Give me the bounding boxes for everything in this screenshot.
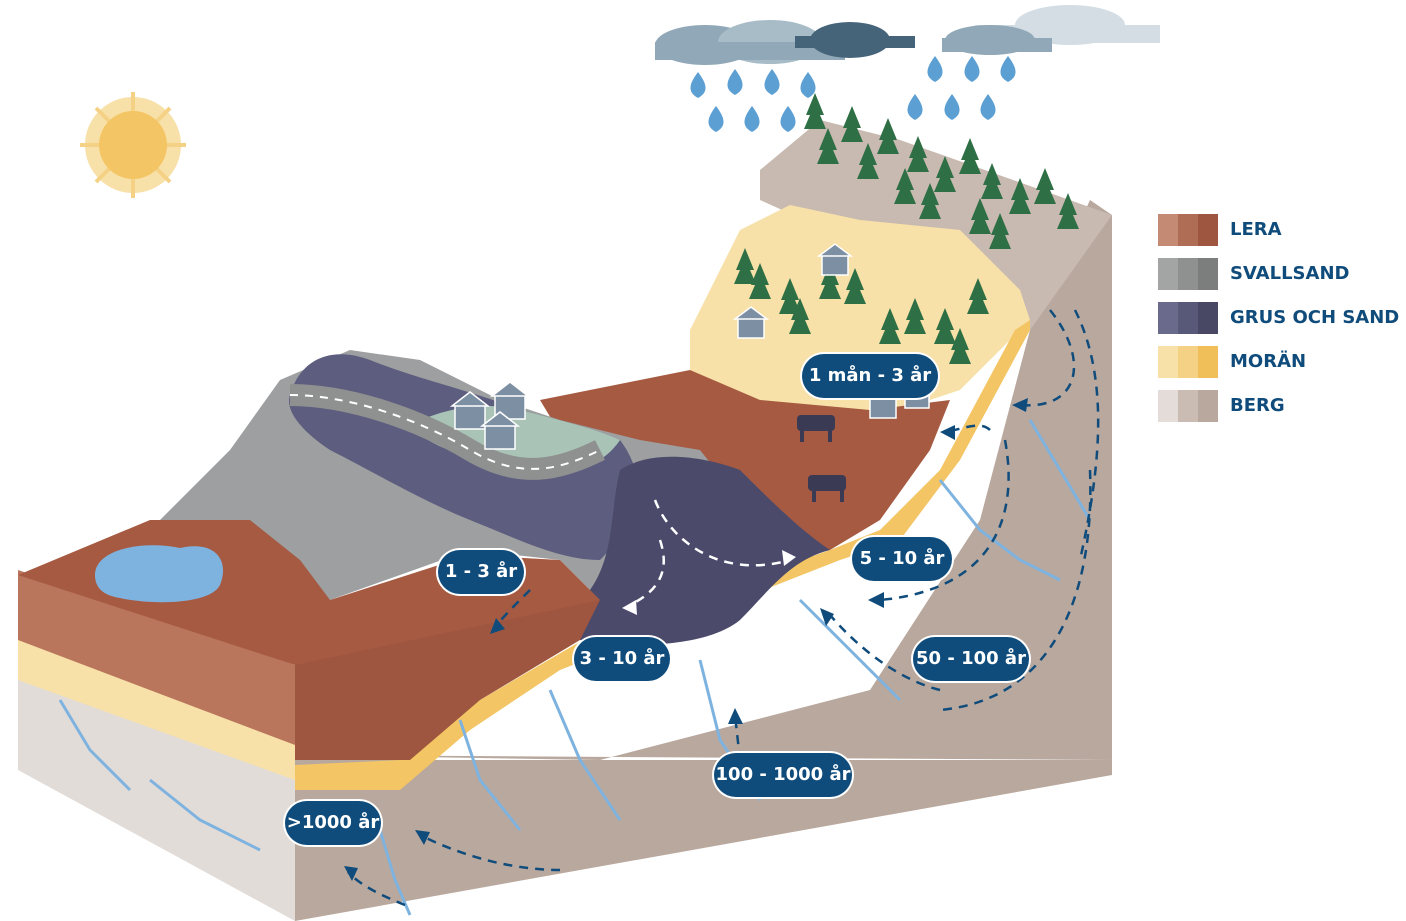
tree-icon [804, 93, 826, 129]
arrowheads-white [622, 550, 796, 615]
tree-icon [907, 136, 929, 172]
tree-icon [934, 156, 956, 192]
tree-icon [919, 183, 941, 219]
tree-icon [959, 138, 981, 174]
label-50-100-ar: 50 - 100 år [913, 637, 1029, 681]
raindrop-icon [800, 72, 816, 98]
raindrop-icon [944, 94, 960, 120]
tree-icon [844, 268, 866, 304]
raindrop-icon [708, 106, 724, 132]
legend-swatch [1158, 258, 1218, 290]
tree-icon [1034, 168, 1056, 204]
legend-swatch [1158, 346, 1218, 378]
clay-upper [540, 370, 950, 550]
raindrop-icon [927, 56, 943, 82]
road-marking [289, 394, 601, 470]
tree-icon [857, 143, 879, 179]
tree-icon [949, 328, 971, 364]
raindrop-icon [980, 94, 996, 120]
tree-icon [779, 278, 801, 314]
legend-label: GRUS OCH SAND [1230, 307, 1400, 328]
label-5-10-ar: 5 - 10 år [852, 537, 952, 581]
legend-swatch [1158, 214, 1218, 246]
legend-swatch [1158, 302, 1218, 334]
rain-drops-icon [690, 56, 1016, 132]
tree-icon [967, 278, 989, 314]
tree-icon [1009, 178, 1031, 214]
tree-icon [817, 128, 839, 164]
pond [95, 545, 224, 603]
cloud-left-icon [655, 20, 915, 65]
tree-icon [904, 298, 926, 334]
tree-icon [819, 263, 841, 299]
raindrop-icon [744, 106, 760, 132]
legend-label: SVALLSAND [1230, 263, 1350, 284]
raindrop-icon [1000, 56, 1016, 82]
label-100-1000-ar: 100 - 1000 år [714, 753, 852, 797]
label-1000-ar: >1000 år [285, 801, 381, 845]
raindrop-icon [690, 72, 706, 98]
legend-label: MORÄN [1230, 351, 1307, 372]
raindrop-icon [727, 69, 743, 95]
raindrop-icon [907, 94, 923, 120]
cow-icons [797, 415, 846, 502]
till-side-face [18, 640, 295, 780]
tree-icon [749, 263, 771, 299]
tree-icon [734, 248, 756, 284]
bedrock-side-face [18, 640, 295, 921]
flow-arrows-white [629, 499, 791, 607]
clay-front-face [295, 600, 600, 760]
tree-icon [969, 198, 991, 234]
tree-icon [841, 106, 863, 142]
legend-swatch [1158, 390, 1218, 422]
till-area [690, 205, 1030, 420]
sun-icon [80, 92, 186, 198]
legend-label: BERG [1230, 395, 1285, 416]
raindrop-icon [764, 69, 780, 95]
bedrock-lower-face [295, 760, 1112, 921]
tree-icon [934, 308, 956, 344]
legend-label: LERA [1230, 219, 1282, 240]
tree-icon [879, 308, 901, 344]
cloud-right-icon [942, 5, 1160, 55]
raindrop-icon [780, 106, 796, 132]
tree-icon [894, 168, 916, 204]
bedrock-front-face [295, 200, 1112, 760]
tree-icon [877, 118, 899, 154]
label-1-3-ar: 1 - 3 år [438, 550, 524, 594]
label-3-10-ar: 3 - 10 år [574, 637, 670, 681]
mountain-bedrock [760, 120, 1112, 330]
tree-icon [1057, 193, 1079, 229]
arrowheads [344, 398, 1028, 881]
raindrop-icon [964, 56, 980, 82]
tree-icon [981, 163, 1003, 199]
tree-icon [789, 298, 811, 334]
forest-icon [734, 93, 1079, 364]
label-1-man-3-ar: 1 mån - 3 år [802, 354, 938, 398]
clay-side-face [18, 570, 295, 750]
tree-icon [989, 213, 1011, 249]
